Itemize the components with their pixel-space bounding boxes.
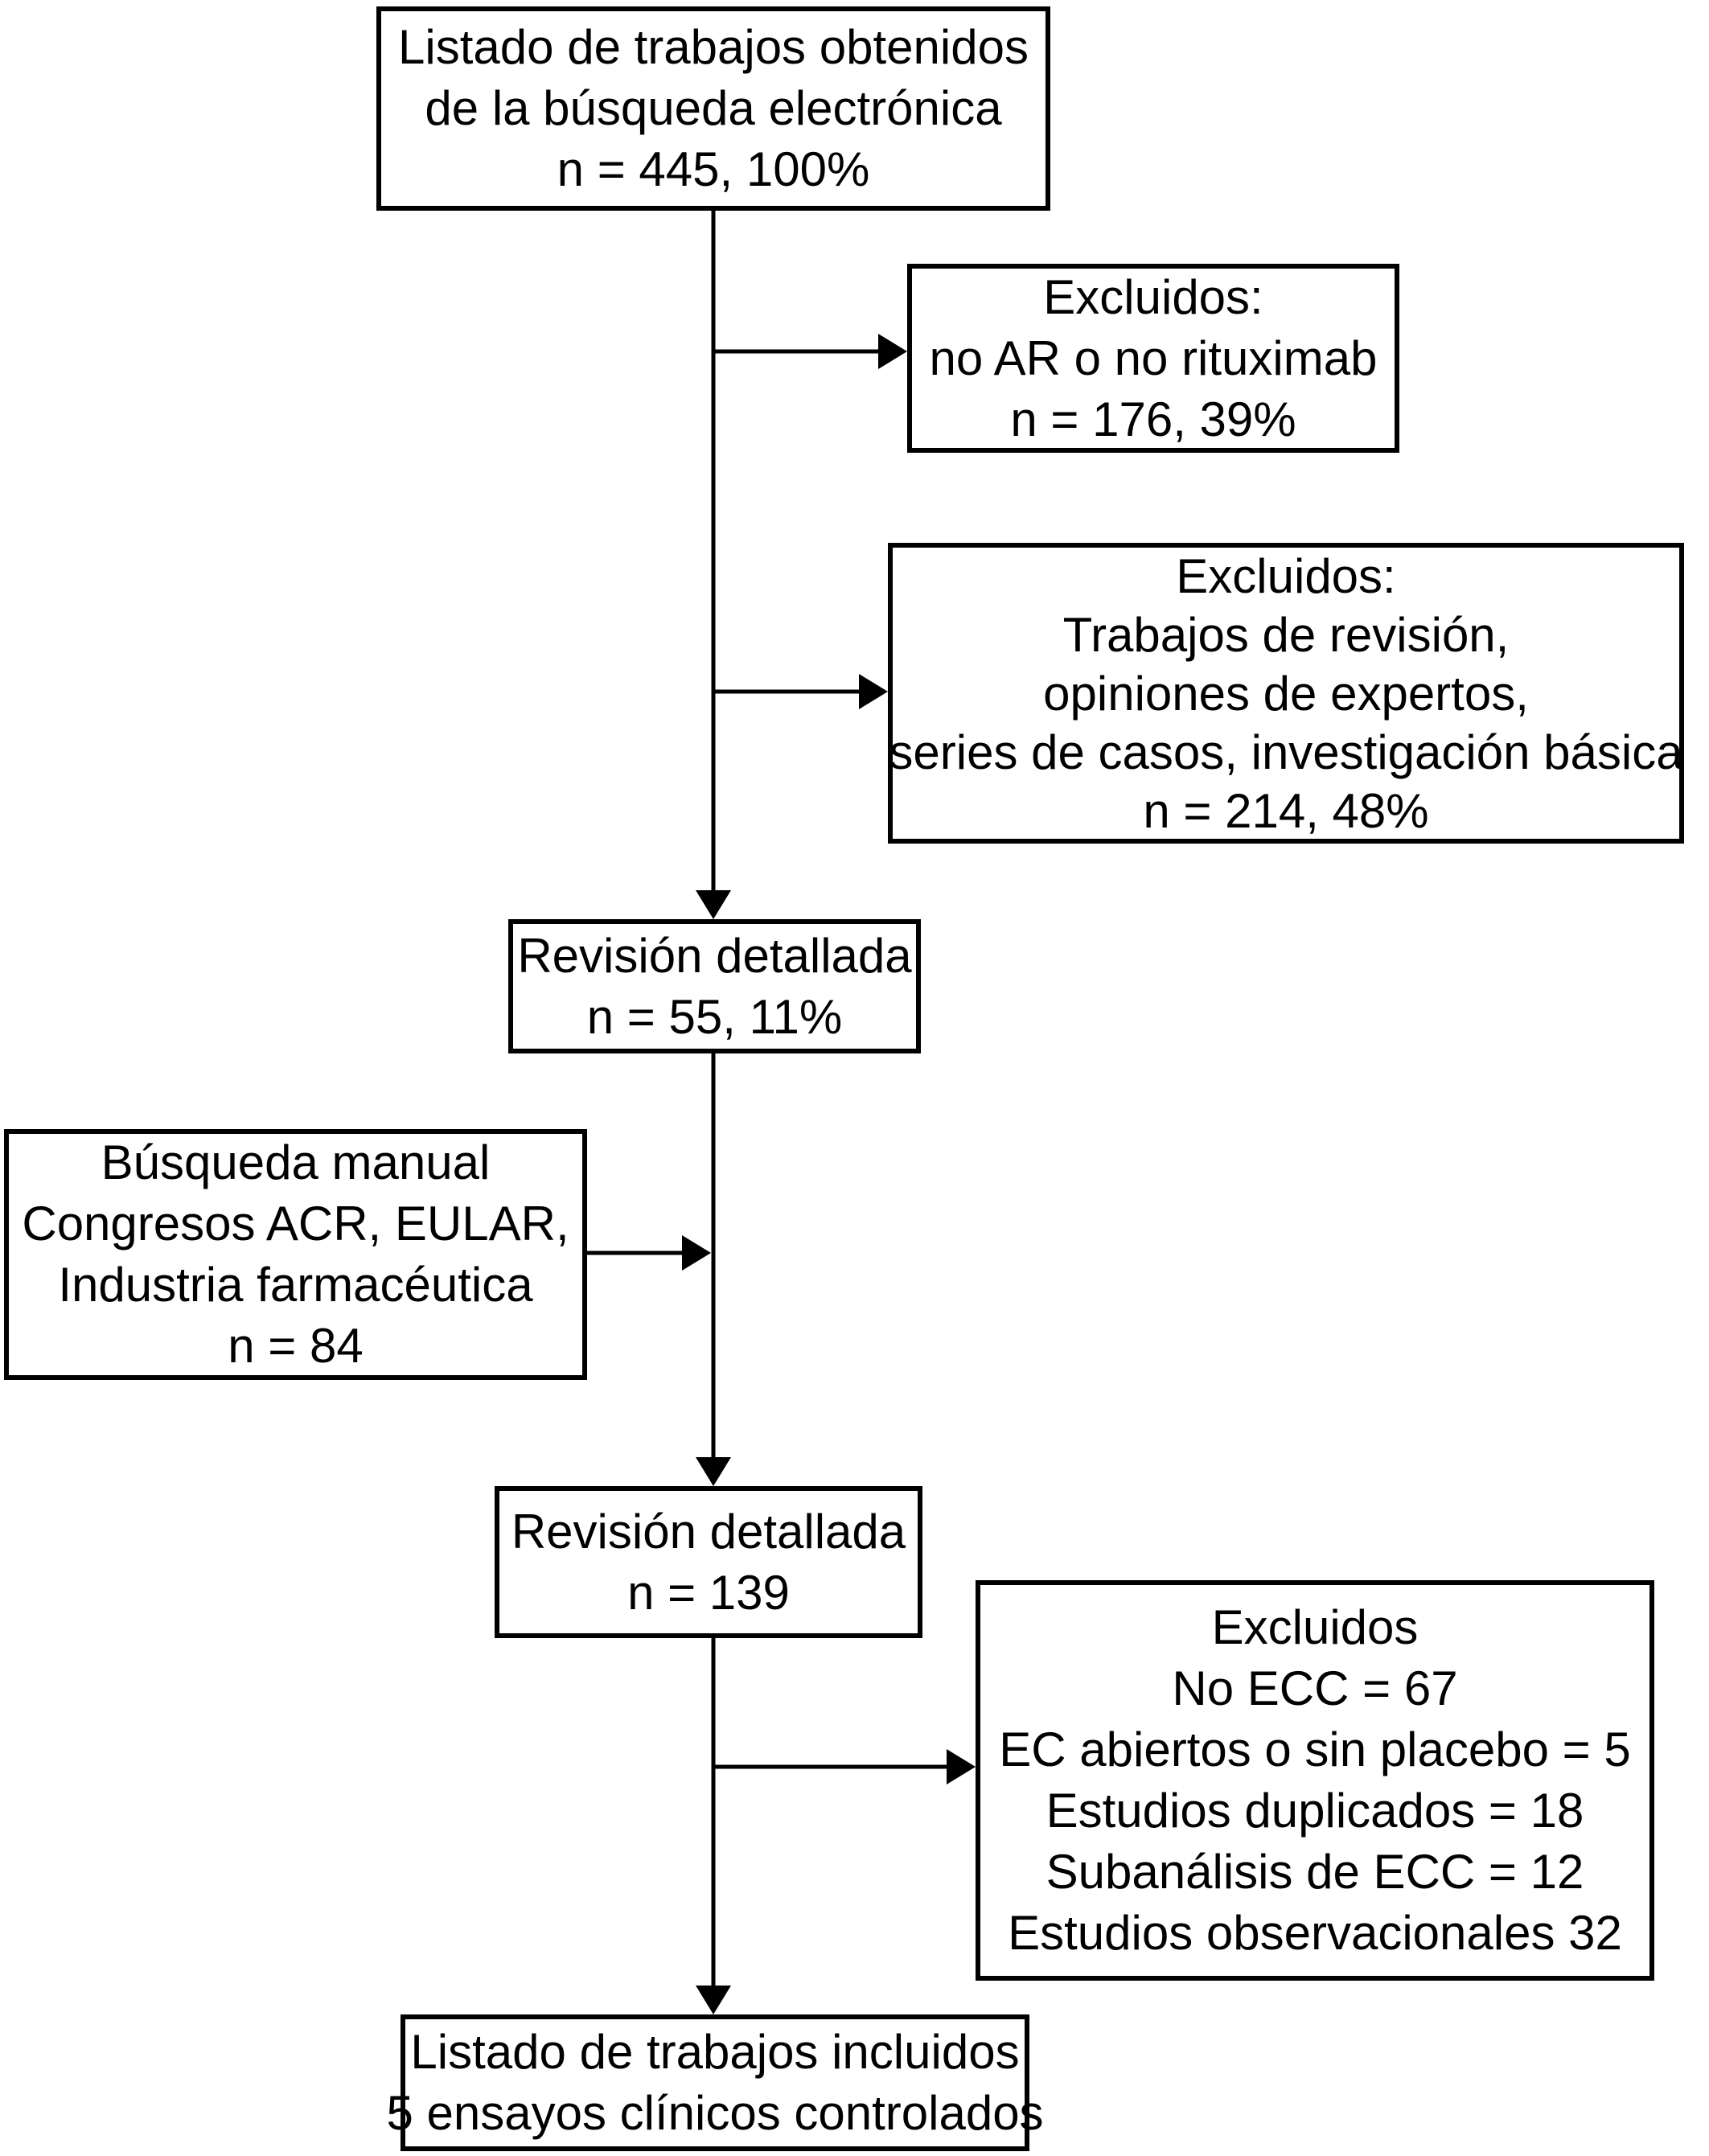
node-line: Estudios observacionales 32 bbox=[1008, 1906, 1622, 1960]
node-excluded-non-ecc: Excluidos No ECC = 67 EC abiertos o sin … bbox=[976, 1580, 1654, 1981]
node-included-trials: Listado de trabajos incluidos 5 ensayos … bbox=[386, 2014, 1044, 2151]
node-line: Congresos ACR, EULAR, bbox=[22, 1197, 569, 1250]
arrow-branch-excluded-non-ecc bbox=[713, 1749, 976, 1784]
node-line: series de casos, investigación básica bbox=[889, 725, 1683, 779]
node-line: 5 ensayos clínicos controlados bbox=[386, 2086, 1044, 2140]
arrow-review55-to-review139 bbox=[696, 1053, 731, 1486]
node-line: n = 214, 48% bbox=[1143, 783, 1429, 838]
node-excluded-no-ar: Excluidos: no AR o no rituximab n = 176,… bbox=[907, 264, 1399, 453]
arrow-electronic-to-review55 bbox=[696, 211, 731, 919]
node-line: Revisión detallada bbox=[511, 1504, 906, 1558]
arrow-review139-to-included bbox=[696, 1638, 731, 2014]
node-line: Estudios duplicados = 18 bbox=[1046, 1784, 1584, 1838]
node-line: opiniones de expertos, bbox=[1043, 666, 1529, 721]
node-line: de la búsqueda electrónica bbox=[425, 81, 1002, 135]
node-line: Trabajos de revisión, bbox=[1062, 607, 1510, 662]
node-line: n = 139 bbox=[627, 1565, 790, 1620]
node-line: Listado de trabajos obtenidos bbox=[398, 20, 1029, 74]
node-line: Excluidos: bbox=[1176, 548, 1396, 603]
node-line: No ECC = 67 bbox=[1172, 1661, 1458, 1715]
node-detailed-review-139: Revisión detallada n = 139 bbox=[495, 1486, 922, 1638]
node-electronic-search: Listado de trabajos obtenidos de la búsq… bbox=[376, 6, 1050, 211]
node-line: EC abiertos o sin placebo = 5 bbox=[999, 1723, 1631, 1776]
node-line: n = 55, 11% bbox=[586, 989, 843, 1044]
node-line: n = 176, 39% bbox=[1010, 392, 1296, 446]
node-line: Subanálisis de ECC = 12 bbox=[1046, 1845, 1584, 1899]
node-line: Industria farmacéutica bbox=[58, 1258, 533, 1312]
node-line: Excluidos bbox=[1211, 1600, 1419, 1654]
node-line: no AR o no rituximab bbox=[929, 331, 1378, 385]
node-line: Excluidos: bbox=[1043, 269, 1263, 324]
node-excluded-reviews: Excluidos: Trabajos de revisión, opinion… bbox=[888, 543, 1684, 844]
node-line: Revisión detallada bbox=[517, 928, 912, 983]
arrow-manual-search-join bbox=[587, 1235, 711, 1271]
node-detailed-review-55: Revisión detallada n = 55, 11% bbox=[508, 919, 921, 1053]
arrow-branch-excluded-no-ar bbox=[713, 334, 907, 369]
node-manual-search: Búsqueda manual Congresos ACR, EULAR, In… bbox=[4, 1129, 587, 1380]
node-line: Búsqueda manual bbox=[101, 1135, 491, 1189]
node-line: n = 445, 100% bbox=[557, 142, 870, 196]
node-line: Listado de trabajos incluidos bbox=[410, 2025, 1020, 2079]
node-line: n = 84 bbox=[228, 1319, 364, 1373]
arrow-branch-excluded-reviews bbox=[713, 674, 888, 709]
